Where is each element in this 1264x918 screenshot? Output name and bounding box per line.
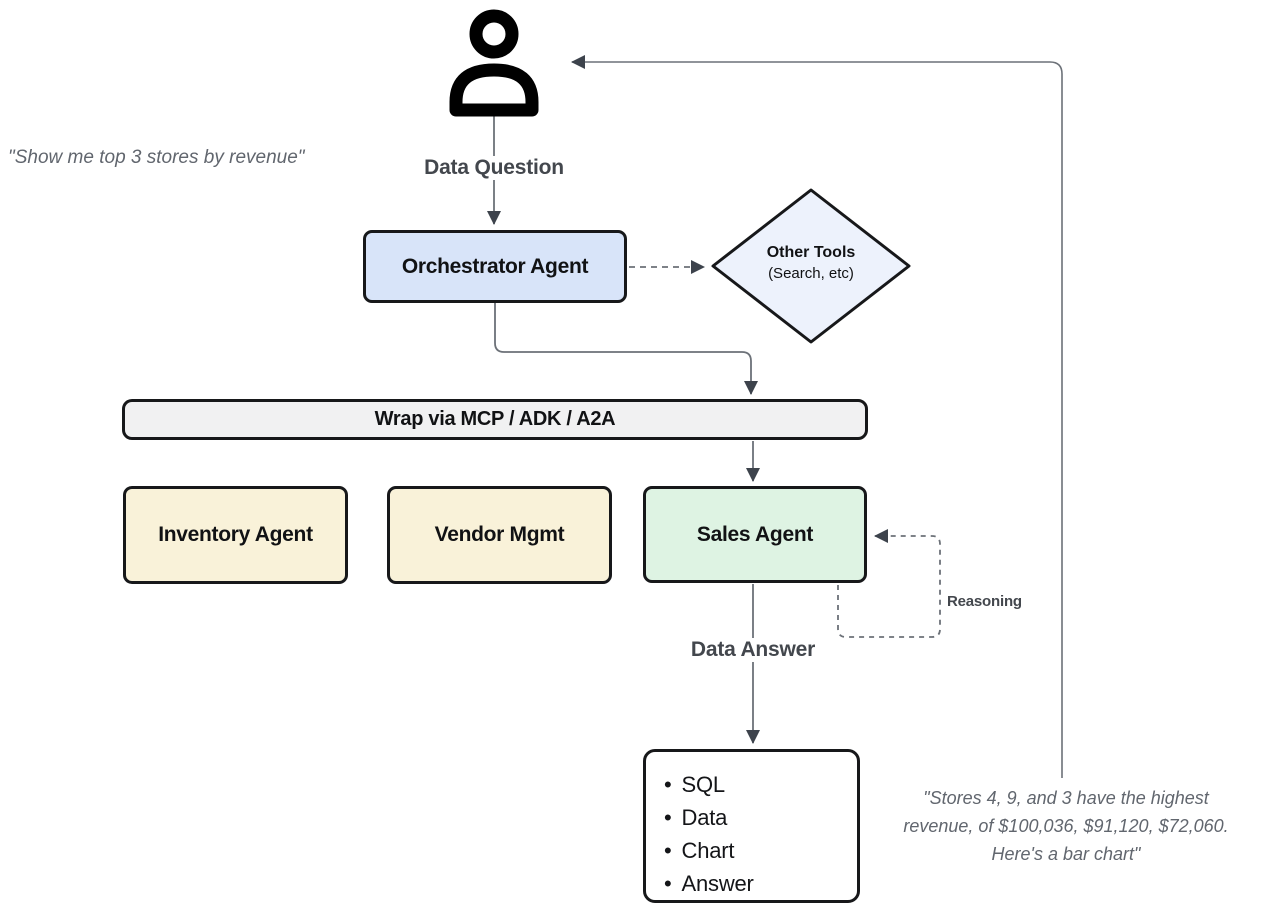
- orchestrator-agent-label: Orchestrator Agent: [401, 254, 589, 278]
- orchestrator-agent-node: Orchestrator Agent: [363, 230, 627, 303]
- agent-answer-quote-line2: revenue, of $100,036, $91,120, $72,060.: [903, 816, 1229, 836]
- wrap-mcp-adk-a2a-bar: Wrap via MCP / ADK / A2A: [122, 399, 868, 440]
- arrow-orchestrator-to-wrapbar: [494, 303, 758, 395]
- other-tools-subtitle: (Search, etc): [768, 265, 854, 282]
- user-question-quote: "Show me top 3 stores by revenue": [8, 147, 305, 168]
- output-item-sql: SQL: [664, 768, 857, 801]
- agent-answer-quote: "Stores 4, 9, and 3 have the highest rev…: [868, 784, 1264, 868]
- data-question-label: Data Question: [418, 156, 570, 180]
- user-icon: [449, 9, 539, 117]
- output-list: SQL Data Chart Answer: [664, 768, 857, 900]
- other-tools-node: Other Tools (Search, etc): [731, 244, 891, 282]
- wrap-bar-label: Wrap via MCP / ADK / A2A: [374, 408, 616, 430]
- output-item-chart: Chart: [664, 834, 857, 867]
- output-item-data: Data: [664, 801, 857, 834]
- data-answer-label: Data Answer: [684, 638, 822, 662]
- reasoning-label: Reasoning: [941, 593, 1028, 610]
- vendor-mgmt-label: Vendor Mgmt: [434, 523, 565, 546]
- vendor-mgmt-node: Vendor Mgmt: [387, 486, 612, 584]
- other-tools-title: Other Tools: [766, 244, 856, 261]
- agent-answer-quote-line3: Here's a bar chart": [991, 844, 1141, 864]
- output-list-node: SQL Data Chart Answer: [643, 749, 860, 903]
- agent-answer-quote-line1: "Stores 4, 9, and 3 have the highest: [923, 788, 1209, 808]
- sales-agent-label: Sales Agent: [696, 522, 814, 546]
- output-item-answer: Answer: [664, 867, 857, 900]
- arrow-answer-to-user: [571, 55, 1063, 778]
- inventory-agent-label: Inventory Agent: [158, 523, 313, 546]
- inventory-agent-node: Inventory Agent: [123, 486, 348, 584]
- other-tools-diamond: [711, 188, 911, 344]
- sales-agent-node: Sales Agent: [643, 486, 867, 583]
